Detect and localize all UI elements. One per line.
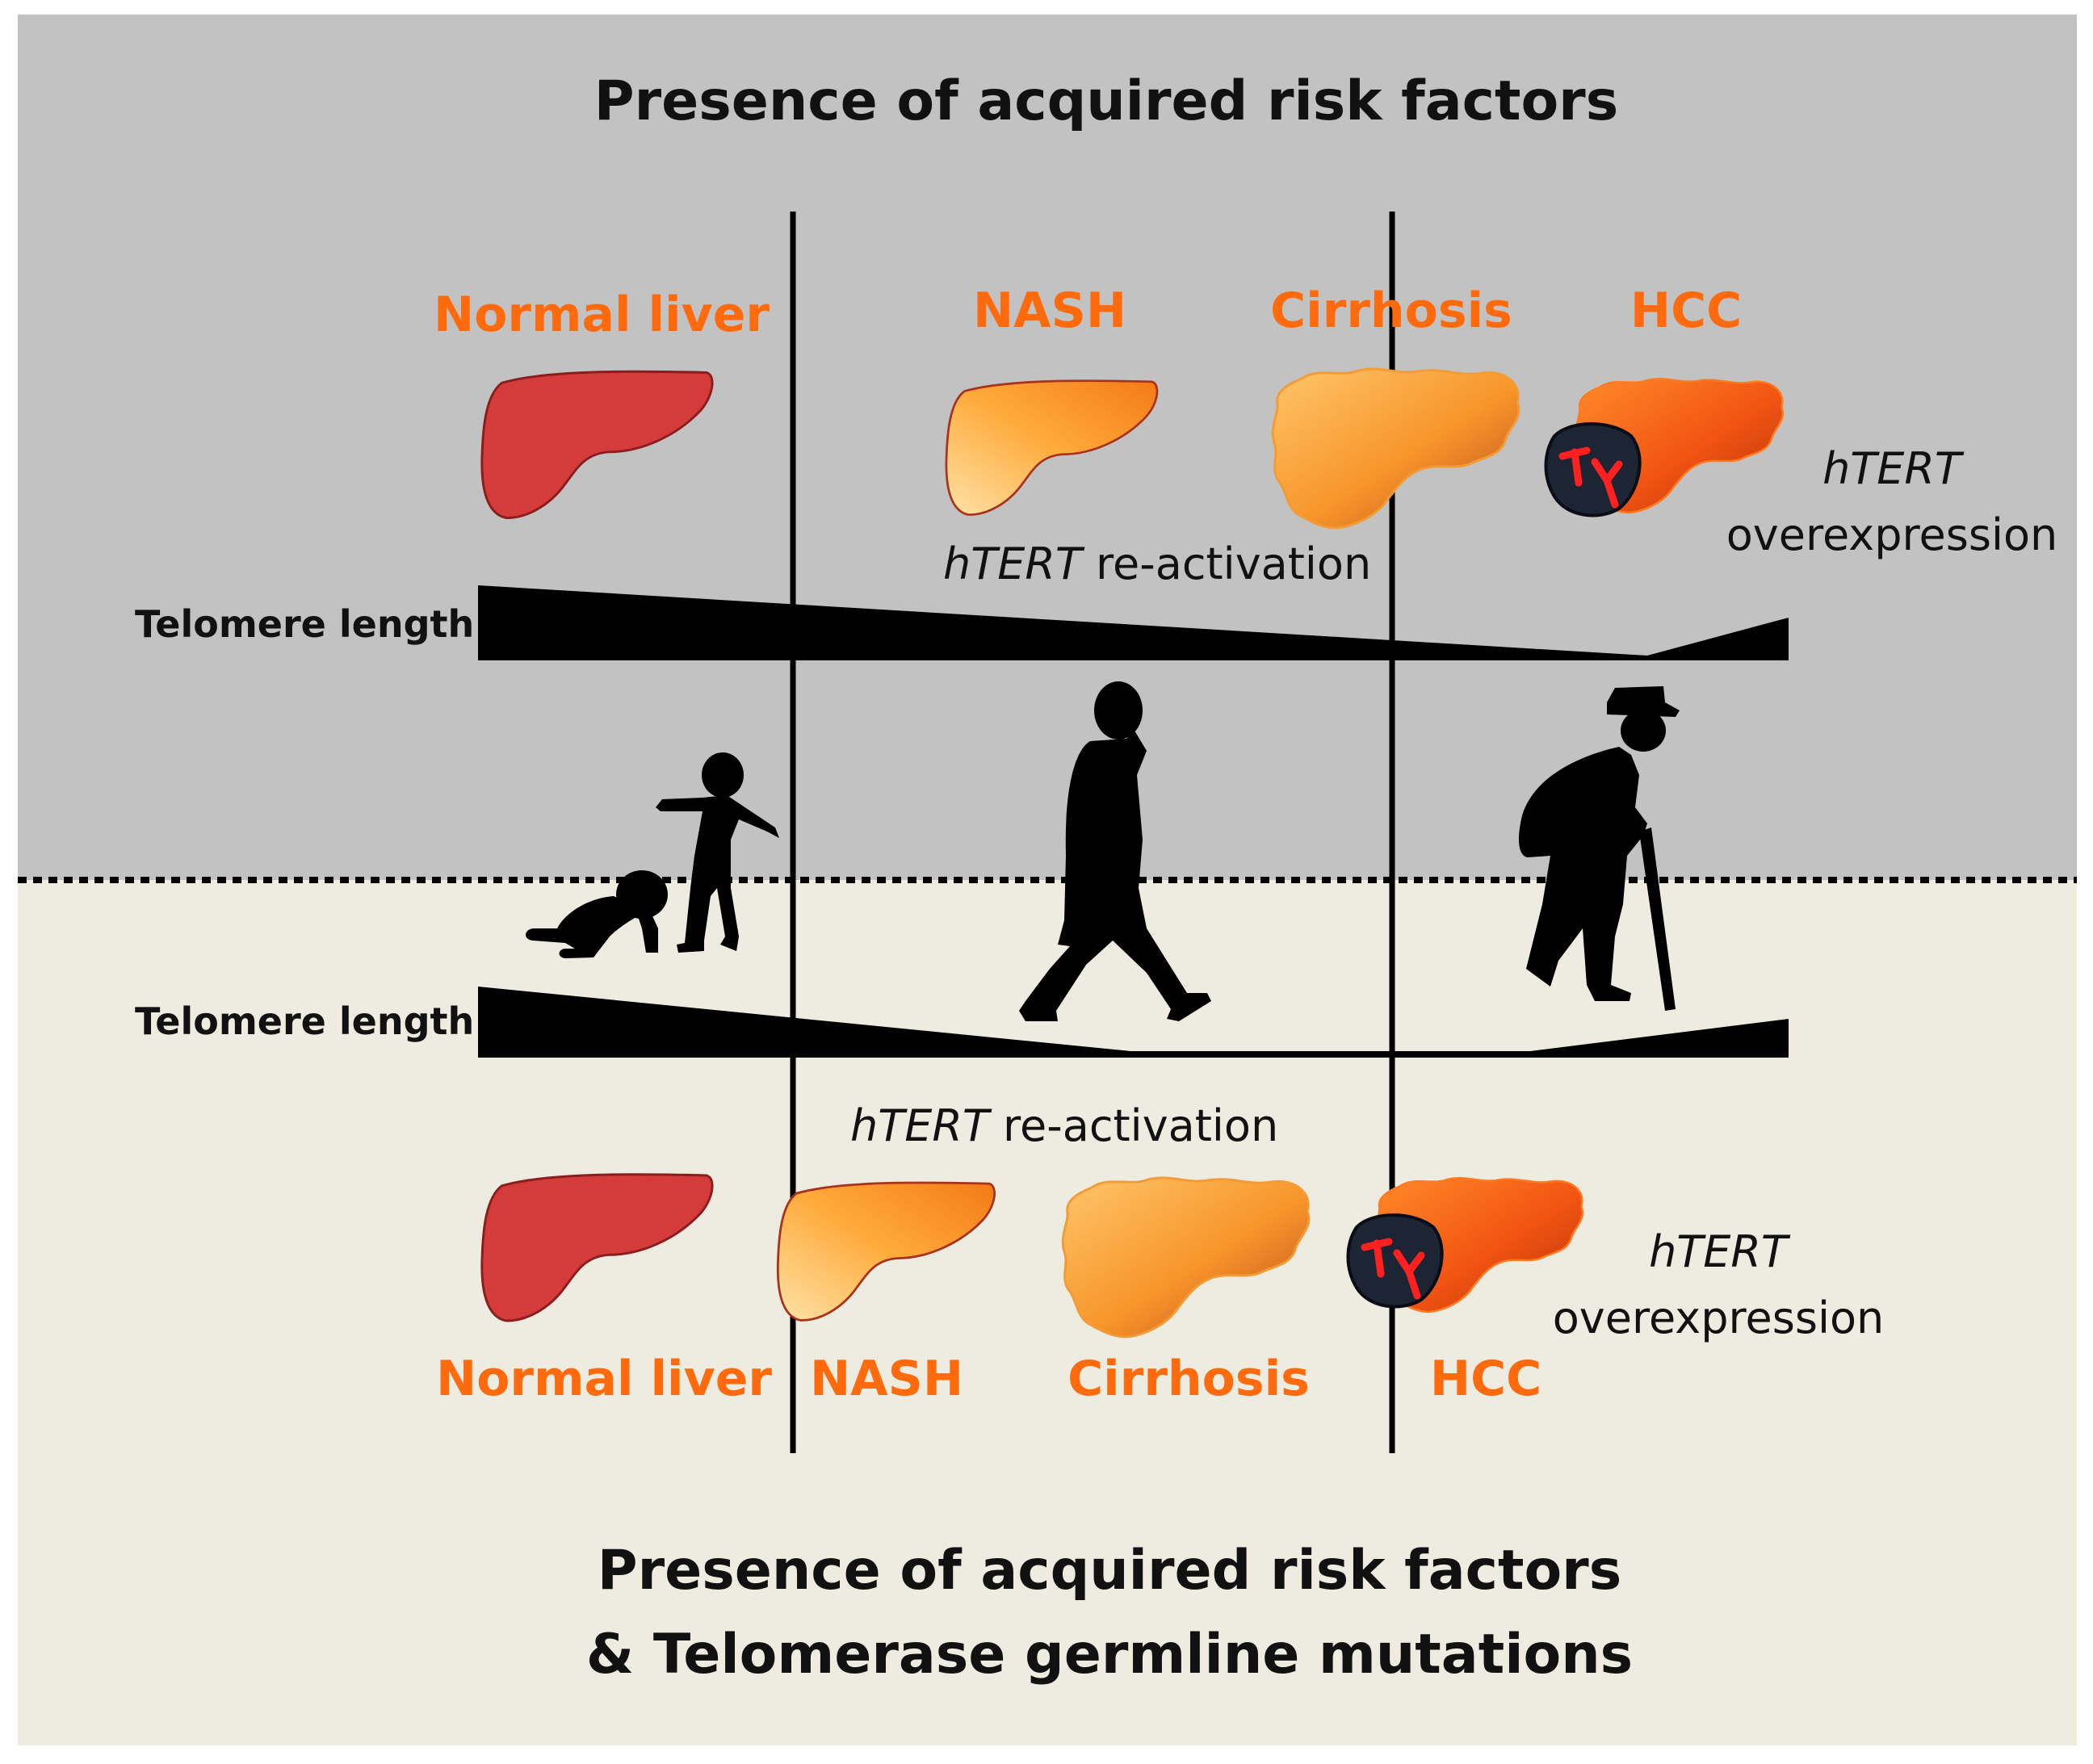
- elderly-cane-icon: [1518, 686, 1680, 1011]
- top-overexpression-label: overexpression: [1726, 509, 2058, 560]
- top-reactivation-label: hTERT re-activation: [943, 543, 1371, 586]
- bottom-stage-label-hcc: HCC: [1429, 1351, 1542, 1407]
- bottom-stage-label-nash: NASH: [809, 1351, 964, 1407]
- bottom-panel-bg: [18, 880, 2077, 1745]
- top-stage-label-nash: NASH: [972, 283, 1127, 339]
- adult-walking-icon: [1019, 681, 1211, 1021]
- child-crawling-icon: [526, 870, 668, 958]
- tumor-icon: [1544, 422, 1642, 517]
- child-walking-icon: [656, 752, 779, 953]
- bottom-overexpression-gene: hTERT: [1649, 1226, 1788, 1277]
- bottom-reactivation-label: hTERT re-activation: [850, 1104, 1278, 1148]
- top-panel-title: Presence of acquired risk factors: [594, 69, 1619, 133]
- top-overexpression-gene: hTERT: [1822, 443, 1961, 494]
- top-telomere-length-label: Telomere length: [135, 602, 475, 646]
- top-reactivation-gene: hTERT: [943, 538, 1082, 589]
- top-stage-label-normal: Normal liver: [433, 287, 770, 343]
- telomere-length-bar-bottom: [478, 987, 1789, 1058]
- bottom-reactivation-text: re-activation: [988, 1100, 1279, 1151]
- bottom-overexpression-label: overexpression: [1552, 1293, 1885, 1343]
- top-reactivation-text: re-activation: [1081, 538, 1372, 589]
- bottom-stage-label-normal: Normal liver: [435, 1351, 773, 1407]
- bottom-panel-title-line2: & Telomerase germline mutations: [585, 1623, 1634, 1686]
- bottom-panel-title-line1: Presence of acquired risk factors: [597, 1539, 1622, 1603]
- bottom-reactivation-gene: hTERT: [850, 1100, 989, 1151]
- top-stage-label-hcc: HCC: [1630, 283, 1743, 339]
- bottom-stage-label-cirrhosis: Cirrhosis: [1067, 1351, 1310, 1407]
- telomere-length-bar-top: [478, 585, 1789, 660]
- top-stage-label-cirrhosis: Cirrhosis: [1270, 283, 1512, 339]
- bottom-telomere-length-label: Telomere length: [135, 999, 475, 1043]
- tumor-icon: [1346, 1213, 1444, 1309]
